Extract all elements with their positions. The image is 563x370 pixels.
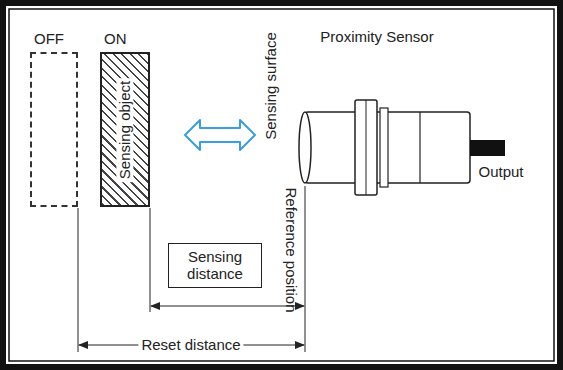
state-label: ON — [104, 30, 127, 47]
nut-edge — [366, 100, 367, 195]
off-position-box: OFF — [30, 52, 78, 207]
washer — [380, 108, 388, 187]
extension-line — [150, 208, 151, 312]
dimension-arrow — [151, 306, 304, 307]
output-cable — [470, 140, 505, 156]
distance-box: Sensing distance — [168, 243, 262, 288]
dimension-label: Reset distance — [138, 336, 243, 353]
state-label: OFF — [34, 30, 64, 47]
output-label: Output — [478, 163, 523, 180]
frame-line — [9, 9, 554, 361]
body-seam — [419, 112, 420, 183]
reference-line — [305, 186, 306, 352]
sensor-nut — [355, 100, 377, 195]
surface-label: Sensing surface — [262, 32, 279, 140]
sensing-face — [299, 112, 311, 183]
sensing-object-box: ONSensing object — [100, 52, 150, 207]
motion-arrow — [185, 120, 255, 150]
frame-inner — [6, 6, 557, 364]
sensor-name: Proximity Sensor — [320, 28, 433, 45]
distance-label: Sensing distance — [177, 248, 253, 283]
object-label: Sensing object — [116, 77, 133, 181]
reference-label: Reference position — [282, 187, 299, 312]
extension-line — [78, 208, 79, 352]
